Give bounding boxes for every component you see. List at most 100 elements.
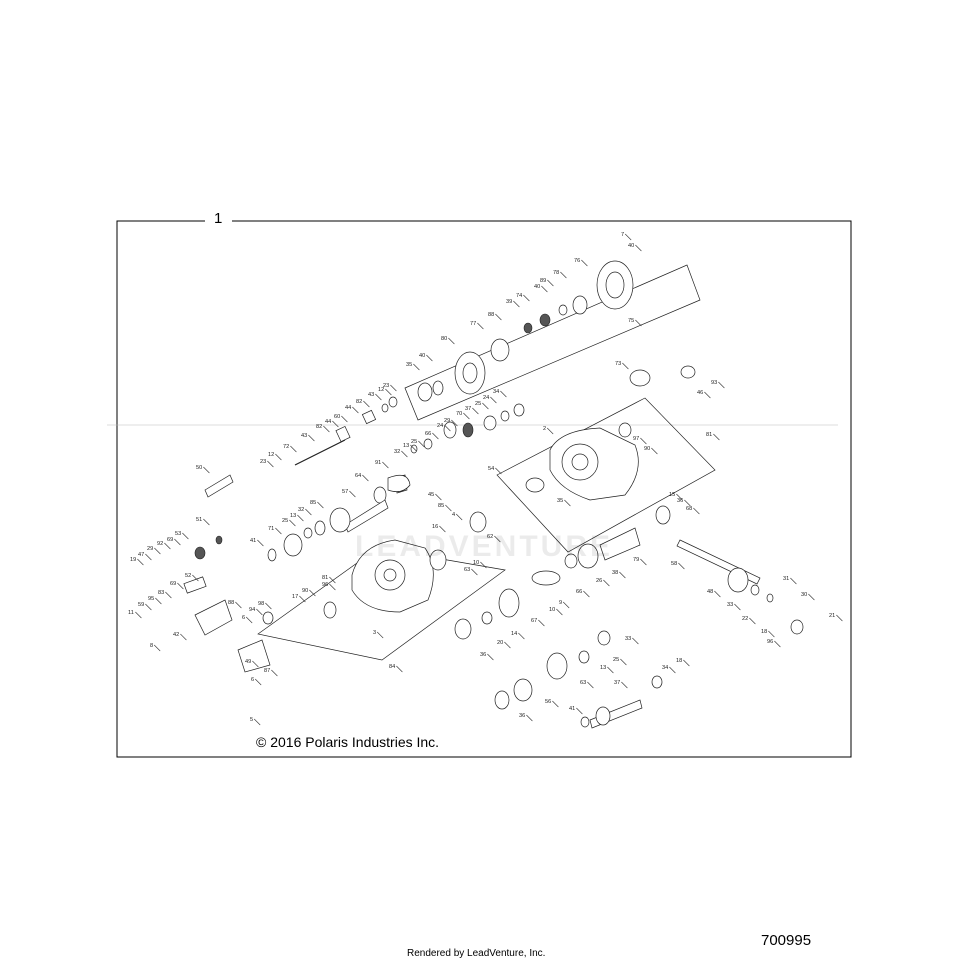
callout-label: 35 bbox=[557, 498, 563, 504]
callout-label: 34 bbox=[493, 389, 499, 395]
callout-label: 32 bbox=[298, 507, 304, 513]
callout-label: 12 bbox=[378, 387, 384, 393]
callout-leader-line bbox=[329, 583, 336, 591]
callout-label: 88 bbox=[488, 312, 494, 318]
callout-leader-line bbox=[362, 474, 369, 482]
callout-leader-line bbox=[713, 433, 720, 441]
callout-leader-line bbox=[603, 579, 610, 587]
callout-leader-line bbox=[448, 337, 455, 345]
callout-label: 41 bbox=[250, 538, 256, 544]
callout-leader-line bbox=[396, 665, 403, 673]
callout-leader-line bbox=[309, 589, 316, 597]
callout-label: 94 bbox=[249, 607, 255, 613]
callout-leader-line bbox=[182, 532, 189, 540]
callout-leader-line bbox=[445, 504, 452, 512]
callout-label: 9 bbox=[559, 600, 562, 606]
callout-leader-line bbox=[494, 535, 501, 543]
callout-label: 96 bbox=[767, 639, 773, 645]
callout-label: 10 bbox=[473, 560, 479, 566]
callout-leader-line bbox=[495, 467, 502, 475]
callout-label: 82 bbox=[356, 399, 362, 405]
callout-leader-line bbox=[632, 637, 639, 645]
callout-leader-line bbox=[693, 507, 700, 515]
callout-label: 13 bbox=[290, 513, 296, 519]
callout-leader-line bbox=[305, 508, 312, 516]
callout-label: 30 bbox=[801, 592, 807, 598]
callout-leader-line bbox=[477, 322, 484, 330]
callout-leader-line bbox=[607, 666, 614, 674]
callout-leader-line bbox=[678, 562, 685, 570]
callout-label: 60 bbox=[334, 414, 340, 420]
callout-leader-line bbox=[490, 396, 497, 404]
callout-leader-line bbox=[541, 285, 548, 293]
callout-leader-line bbox=[684, 499, 691, 507]
callout-label: 75 bbox=[628, 318, 634, 324]
callout-label: 45 bbox=[428, 492, 434, 498]
rendered-by-text: Rendered by LeadVenture, Inc. bbox=[407, 948, 546, 959]
subassembly-frame-84 bbox=[257, 547, 506, 661]
callout-label: 29 bbox=[147, 546, 153, 552]
callout-label: 6 bbox=[251, 677, 254, 683]
callout-leader-line bbox=[308, 434, 315, 442]
callout-label: 90 bbox=[302, 588, 308, 594]
callout-leader-line bbox=[749, 617, 756, 625]
callout-label: 76 bbox=[574, 258, 580, 264]
callout-leader-line bbox=[576, 707, 583, 715]
callout-leader-line bbox=[560, 271, 567, 279]
callout-leader-line bbox=[382, 461, 389, 469]
copyright-text: © 2016 Polaris Industries Inc. bbox=[256, 734, 440, 750]
callout-leader-line bbox=[192, 574, 199, 582]
assembly-number: 1 bbox=[214, 210, 223, 227]
callout-label: 49 bbox=[245, 659, 251, 665]
callout-label: 89 bbox=[540, 278, 546, 284]
callout-leader-line bbox=[180, 633, 187, 641]
callout-leader-line bbox=[164, 542, 171, 550]
callout-leader-line bbox=[451, 419, 458, 427]
callout-leader-line bbox=[587, 681, 594, 689]
shift-fork-parts bbox=[294, 396, 398, 466]
callout-label: 7 bbox=[621, 232, 624, 238]
callout-label: 81 bbox=[322, 575, 328, 581]
callout-leader-line bbox=[254, 678, 262, 686]
callout-label: 5 bbox=[250, 717, 253, 723]
callout-label: 8 bbox=[150, 643, 153, 649]
callout-leader-line bbox=[471, 568, 478, 576]
callout-leader-line bbox=[676, 493, 683, 501]
callout-leader-line bbox=[174, 538, 181, 546]
callout-label: 64 bbox=[355, 473, 361, 479]
callout-label: 66 bbox=[425, 431, 431, 437]
callout-leader-line bbox=[245, 616, 253, 624]
callout-label: 92 bbox=[157, 541, 163, 547]
subassembly-frame-75 bbox=[404, 264, 701, 421]
callout-label: 19 bbox=[130, 557, 136, 563]
callout-leader-line bbox=[640, 558, 647, 566]
callout-leader-line bbox=[836, 614, 843, 622]
callout-label: 93 bbox=[711, 380, 717, 386]
upper-shaft-parts bbox=[410, 260, 634, 454]
callout-leader-line bbox=[513, 300, 520, 308]
callout-label: 85 bbox=[438, 503, 444, 509]
callout-leader-line bbox=[500, 390, 507, 398]
callout-leader-line bbox=[619, 571, 626, 579]
callout-label: 33 bbox=[727, 602, 733, 608]
callout-leader-line bbox=[352, 406, 359, 414]
lower-gear-parts bbox=[454, 570, 663, 729]
watermark-logo: LEADVENTURE bbox=[355, 530, 614, 563]
callout-label: 31 bbox=[783, 576, 789, 582]
callout-label: 40 bbox=[419, 353, 425, 359]
left-small-parts bbox=[183, 365, 696, 673]
callout-leader-line bbox=[640, 437, 647, 445]
callout-label: 33 bbox=[625, 636, 631, 642]
callout-leader-line bbox=[253, 718, 261, 726]
callout-label: 48 bbox=[707, 589, 713, 595]
callout-leader-line bbox=[257, 539, 264, 547]
callout-label: 91 bbox=[375, 460, 381, 466]
callout-leader-line bbox=[203, 518, 210, 526]
callout-label: 73 bbox=[615, 361, 621, 367]
callout-leader-line bbox=[135, 611, 142, 619]
callout-label: 44 bbox=[345, 405, 351, 411]
callout-label: 97 bbox=[633, 436, 639, 442]
callout-label: 81 bbox=[706, 432, 712, 438]
